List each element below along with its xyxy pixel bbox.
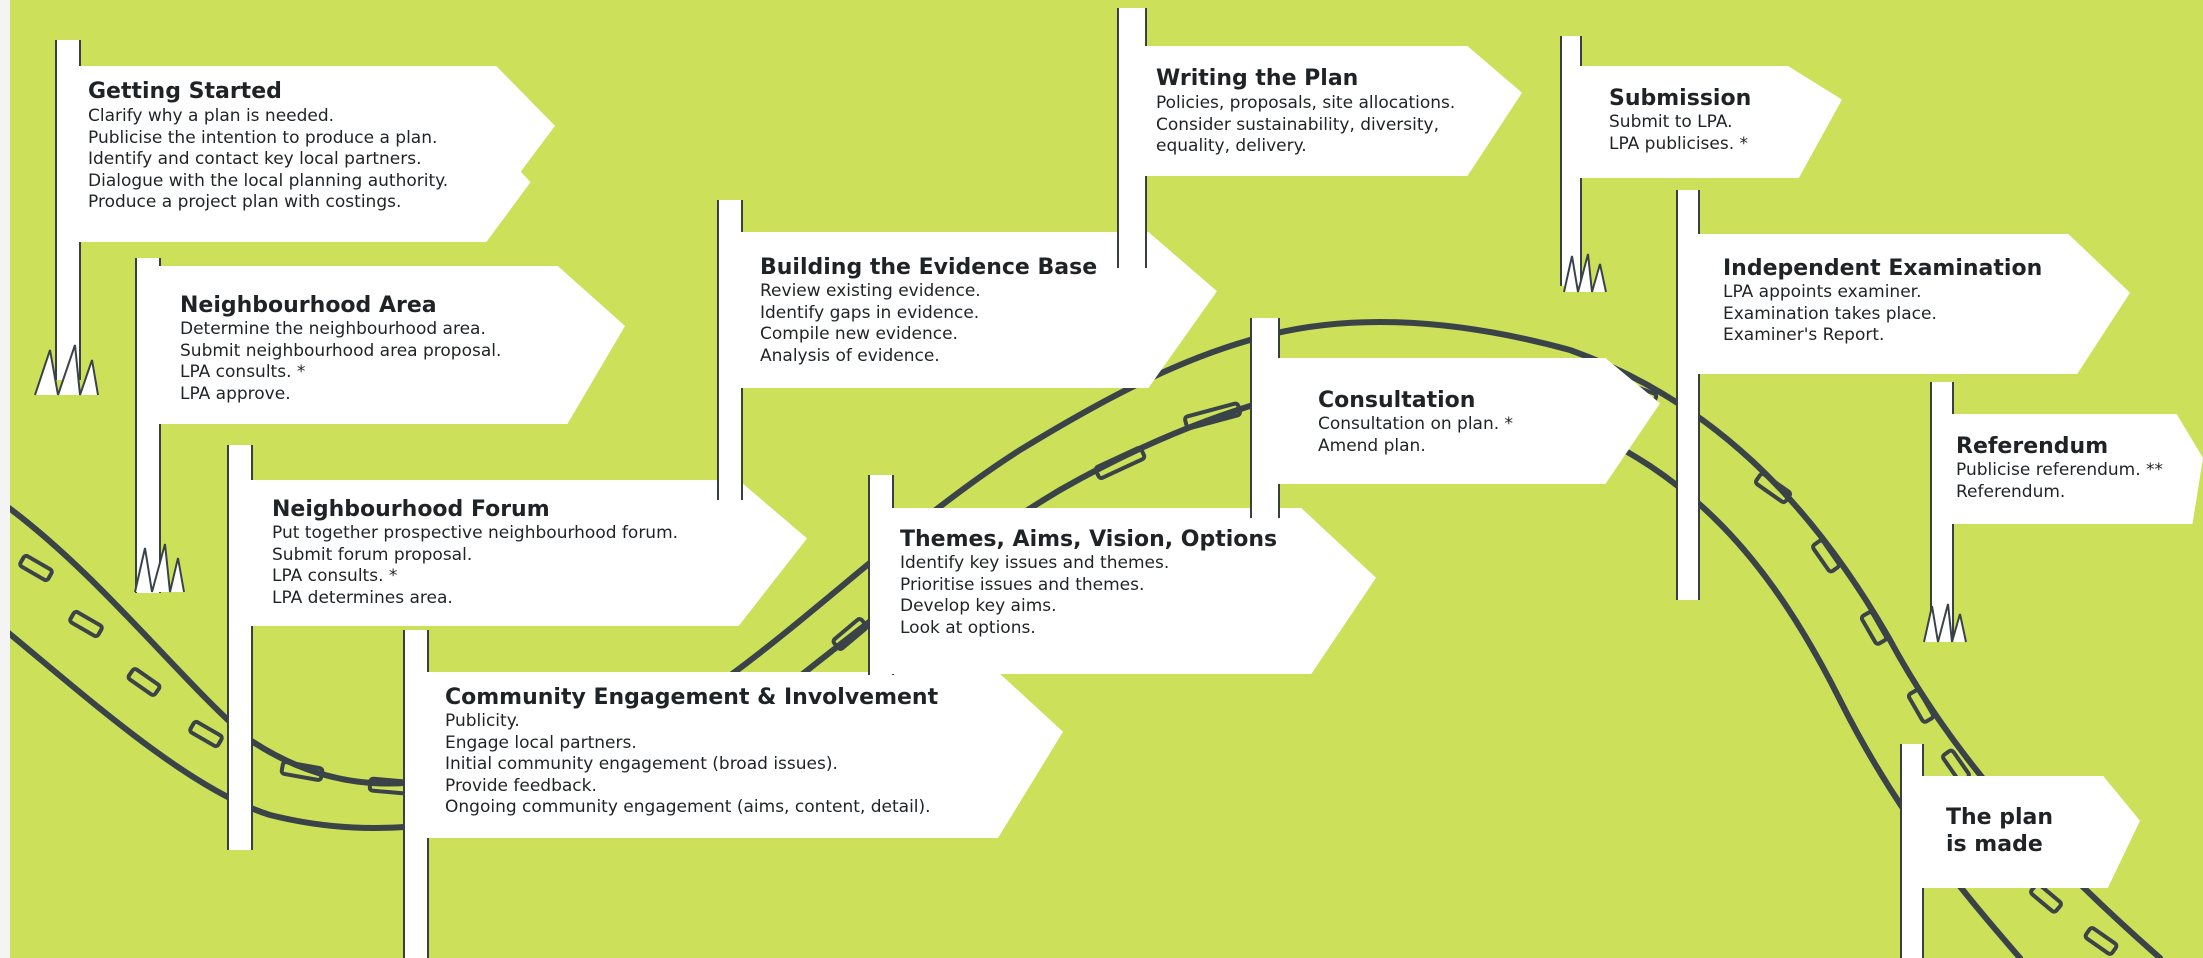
road-dash (1906, 688, 1936, 724)
road-dash (188, 719, 224, 749)
step-item: Publicity. (445, 711, 520, 731)
step-item: LPA consults. * (272, 566, 398, 586)
step-item: Develop key aims. (900, 596, 1057, 616)
step-item: Produce a project plan with costings. (88, 192, 402, 212)
step-item: Dialogue with the local planning authori… (88, 170, 449, 191)
signpost-description: Publicity. Engage local partners. Initia… (445, 711, 931, 819)
signpost-title: Independent Examination (1723, 256, 2043, 281)
grass-tuft-icon (1923, 603, 1967, 643)
signpost-title: Themes, Aims, Vision, Options (900, 527, 1278, 552)
road-dash (1183, 401, 1242, 431)
grass-tuft-icon (34, 344, 99, 396)
signpost-title: Building the Evidence Base (760, 255, 1098, 280)
signpost-board (237, 480, 807, 626)
title-line: is made (1946, 832, 2043, 857)
signpost-board (413, 672, 1063, 838)
step-item: Engage local partners. (445, 732, 637, 753)
step-item: Ongoing community engagement (aims, cont… (445, 797, 931, 817)
signpost-description: Determine the neighbourhood area. Submit… (180, 319, 501, 405)
roadmap-diagram: Getting Started Clarify why a plan is ne… (10, 0, 2203, 958)
step-item: LPA approve. (180, 383, 291, 404)
step-item: Prioritise issues and themes. (900, 574, 1145, 595)
signpost-board (145, 266, 625, 424)
road-dash (1753, 471, 1793, 505)
signpost-description: Submit to LPA. LPA publicises. * (1609, 112, 1748, 155)
road-dash (1859, 610, 1889, 646)
step-item: Provide feedback. (445, 775, 597, 796)
step-item: Referendum. (1956, 481, 2066, 502)
grass-tuft-icon (134, 543, 185, 593)
signpost-title: Submission (1609, 86, 1752, 111)
signpost-title: The plan is made (1946, 804, 2053, 858)
step-item: Review existing evidence. (760, 281, 981, 301)
step-item: Put together prospective neighbourhood f… (272, 523, 679, 543)
step-item: Consider sustainability, diversity, (1156, 114, 1439, 135)
step-item: Examiner's Report. (1723, 325, 1885, 345)
step-item: LPA publicises. * (1609, 133, 1749, 154)
road-dash (1093, 445, 1147, 481)
step-item: LPA consults. * (180, 362, 306, 382)
signpost-title: Referendum (1956, 434, 2109, 459)
signpost-description: Clarify why a plan is needed. Publicise … (88, 106, 448, 214)
step-item: equality, delivery. (1156, 136, 1307, 156)
signpost-pole (1676, 190, 1700, 600)
signpost-description: Policies, proposals, site allocations. C… (1156, 93, 1455, 158)
road-dash (1811, 538, 1841, 574)
step-item: Identify gaps in evidence. (760, 302, 980, 323)
signpost-description: Review existing evidence. Identify gaps … (760, 281, 981, 367)
step-item: Determine the neighbourhood area. (180, 319, 486, 339)
signpost-title: Writing the Plan (1156, 66, 1359, 91)
signpost-title: Neighbourhood Forum (272, 497, 550, 522)
road-center-edge-left (707, 337, 1253, 693)
signpost-board (1940, 414, 2203, 524)
signpost-title: Consultation (1318, 388, 1476, 413)
signpost-board (1132, 46, 1522, 176)
title-line: The plan (1946, 805, 2054, 830)
step-item: LPA appoints examiner. (1723, 282, 1922, 302)
signpost-board (1910, 776, 2140, 888)
step-item: Submit neighbourhood area proposal. (180, 340, 502, 361)
signpost-board (1572, 66, 1842, 178)
step-item: Publicise the intention to produce a pla… (88, 127, 438, 148)
step-item: Look at options. (900, 617, 1036, 638)
step-item: Compile new evidence. (760, 324, 958, 344)
road-dash (831, 617, 869, 651)
step-item: LPA determines area. (272, 587, 453, 608)
signpost-board (1270, 358, 1660, 484)
signpost-board (878, 508, 1376, 674)
signpost-title: Community Engagement & Involvement (445, 685, 939, 710)
road-left-edge-bottom (10, 630, 433, 831)
step-item: Clarify why a plan is needed. (88, 106, 335, 126)
step-item: Amend plan. (1318, 435, 1426, 456)
step-item: Initial community engagement (broad issu… (445, 754, 838, 774)
signpost-description: LPA appoints examiner. Examination takes… (1723, 282, 1937, 347)
road-dash (68, 609, 104, 639)
signpost-description: Put together prospective neighbourhood f… (272, 523, 678, 609)
step-item: Consultation on plan. * (1318, 414, 1514, 434)
signpost-title: Neighbourhood Area (180, 293, 437, 318)
signpost-board (1690, 234, 2130, 374)
step-item: Identify and contact key local partners. (88, 149, 422, 169)
road-dash (18, 553, 54, 583)
step-item: Submit to LPA. (1609, 112, 1733, 132)
road-dash (2083, 926, 2119, 956)
road-dash (279, 760, 325, 782)
step-item: Submit forum proposal. (272, 544, 473, 565)
road-dash (126, 667, 162, 697)
step-item: Examination takes place. (1723, 303, 1937, 324)
grass-tuft-icon (1563, 253, 1607, 293)
signpost-description: Consultation on plan. * Amend plan. (1318, 414, 1513, 457)
signpost-description: Identify key issues and themes. Prioriti… (900, 553, 1169, 639)
step-item: Publicise referendum. ** (1956, 460, 2164, 480)
step-item: Analysis of evidence. (760, 345, 940, 366)
signpost-description: Publicise referendum. ** Referendum. (1956, 460, 2163, 503)
signpost-board (65, 66, 555, 242)
step-item: Policies, proposals, site allocations. (1156, 93, 1456, 113)
signpost-title: Getting Started (88, 79, 282, 104)
step-item: Identify key issues and themes. (900, 553, 1170, 573)
